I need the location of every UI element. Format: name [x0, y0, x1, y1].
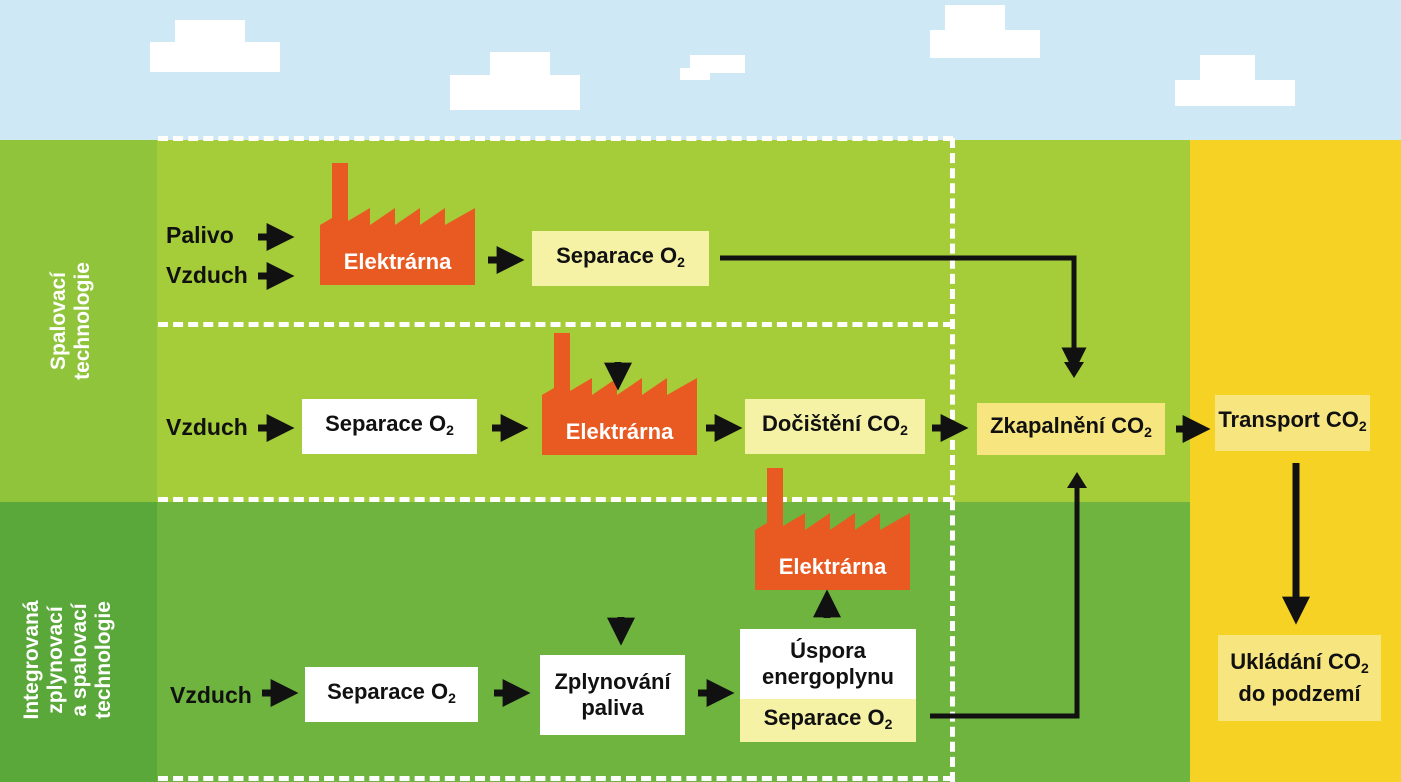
energy-gas-savings-box: Úspora energoplynu: [740, 629, 916, 699]
input-air: Vzduch: [166, 414, 248, 440]
power-plant-icon: Elektrárna: [542, 333, 697, 455]
fuel-gasification-box: Zplynování paliva: [540, 655, 685, 735]
dashed-divider: [158, 776, 953, 781]
co2-storage-box: Ukládání CO2 do podzemí: [1218, 635, 1381, 721]
oxygen-separation-box: Separace O2: [302, 399, 477, 454]
cloud: [680, 68, 710, 80]
dashed-divider: [158, 497, 953, 502]
input-air: Vzduch: [170, 682, 252, 708]
connector: [930, 485, 1080, 719]
arrowhead: [1067, 472, 1087, 488]
igcc-label-column: [0, 502, 157, 782]
dashed-divider: [950, 138, 955, 782]
combustion-label-column: [0, 140, 157, 502]
co2-liquefaction-box: Zkapalnění CO2: [977, 403, 1165, 455]
power-plant-label: Elektrárna: [343, 249, 452, 274]
cloud: [490, 52, 550, 77]
power-plant-label: Elektrárna: [565, 419, 674, 444]
oxygen-separation-box: Separace O2: [740, 699, 916, 742]
igcc-band: [0, 502, 1190, 782]
oxygen-separation-box: Separace O2: [532, 231, 709, 286]
dashed-divider: [158, 322, 953, 327]
arrowhead: [1064, 362, 1084, 378]
cloud: [450, 75, 580, 110]
input-fuel: Palivo: [166, 222, 234, 248]
power-plant-icon: Elektrárna: [320, 163, 475, 285]
co2-transport-box: Transport CO2: [1215, 395, 1370, 451]
cloud: [1175, 80, 1295, 106]
input-air: Vzduch: [166, 262, 248, 288]
oxygen-separation-box: Separace O2: [305, 667, 478, 722]
cloud: [930, 30, 1040, 58]
power-plant-label: Elektrárna: [778, 554, 887, 579]
cloud: [150, 42, 280, 72]
co2-cleanup-box: Dočištění CO2: [745, 399, 925, 454]
dashed-divider: [158, 136, 953, 141]
cloud: [175, 20, 245, 45]
cloud: [1200, 55, 1255, 83]
connector: [720, 255, 1087, 373]
cloud: [945, 5, 1005, 33]
power-plant-icon: Elektrárna: [755, 468, 910, 590]
